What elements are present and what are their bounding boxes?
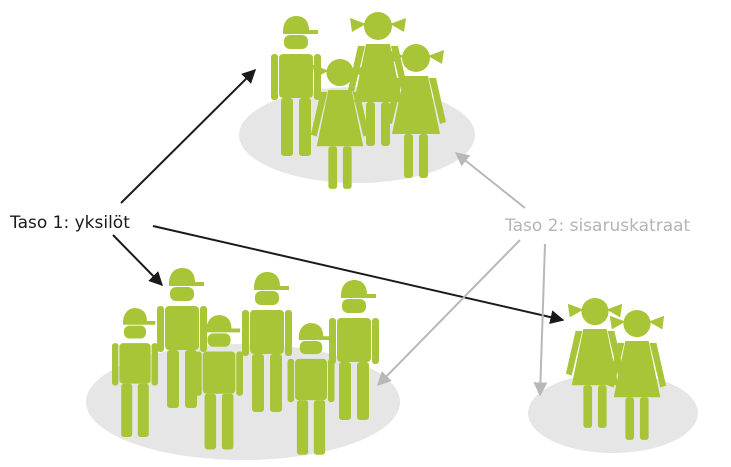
boy-figure [287,323,335,455]
level2-label: Taso 2: sisaruskatraat [505,216,691,236]
boy-figure [157,268,207,408]
level1-label: Taso 1: yksilöt [10,213,130,233]
girl-figure [565,297,625,428]
boy-figure [271,16,321,156]
boy-figure [242,272,292,412]
arrow-level1-to-bottom-left-group [112,234,163,286]
girl-figure [386,44,446,178]
boy-figure [112,308,158,437]
arrow-level2-to-bottom-left-group [377,239,521,387]
boy-figure [329,280,379,420]
girl-figure [310,58,370,189]
boy-figure [195,315,243,450]
arrow-level2-to-top-group [454,152,526,209]
person-figures [112,12,667,455]
girl-figure [607,309,667,440]
arrow-level1-to-top-group [120,69,256,204]
arrow-level1-to-bottom-right-group [152,225,565,325]
arrow-level2-to-bottom-right-group [533,243,548,397]
